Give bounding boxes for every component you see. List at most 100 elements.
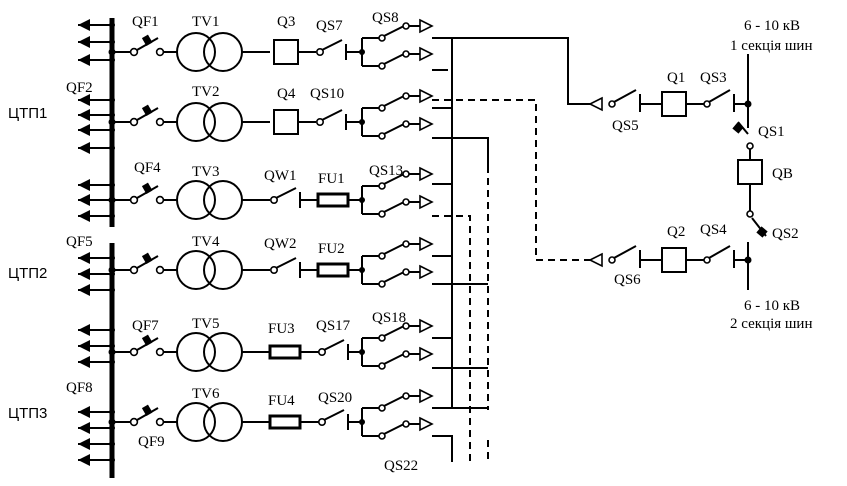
breaker-mark xyxy=(141,182,153,194)
collector-wire xyxy=(432,255,453,339)
selector-contact xyxy=(402,392,410,400)
disconnector-contact xyxy=(315,47,324,56)
qf4-label: QF4 xyxy=(134,160,161,176)
qs17-label: QS17 xyxy=(316,318,351,334)
feeder-dot xyxy=(109,457,115,463)
qs3-label: QS3 xyxy=(700,70,727,86)
breaker-mark xyxy=(141,334,153,346)
qf5-label: QF5 xyxy=(66,234,93,250)
collector-wire xyxy=(432,338,453,409)
breaker-contact xyxy=(129,195,139,205)
q2-breaker-box-icon xyxy=(661,247,687,273)
plug-connector-icon xyxy=(588,252,603,268)
disconnector-contact xyxy=(317,417,326,426)
selector-contact xyxy=(378,210,386,218)
qs18-label: QS18 xyxy=(372,310,406,326)
transformer-row xyxy=(108,18,434,72)
circuit-breaker-box-icon xyxy=(273,39,299,65)
plug-connector-icon xyxy=(419,346,434,362)
qs6-label: QS6 xyxy=(614,272,641,288)
qs7-label: QS7 xyxy=(316,18,343,34)
tv5-label: TV5 xyxy=(192,316,220,332)
q1-label: Q1 xyxy=(667,70,685,86)
selector-contact xyxy=(402,170,410,178)
feeder-dot xyxy=(109,97,115,103)
breaker-contact xyxy=(155,47,165,57)
transformer-winding-icon xyxy=(176,180,216,220)
disconnector-blade xyxy=(321,39,343,51)
fu4-label: FU4 xyxy=(268,393,295,409)
plug-connector-icon xyxy=(419,116,434,132)
breaker-contact xyxy=(129,417,139,427)
disconnector-contact xyxy=(317,347,326,356)
qs1-contact xyxy=(746,142,754,150)
selector-contact xyxy=(402,198,410,206)
ctp3-label: ЦТП3 xyxy=(8,405,47,422)
bus-junction-dot xyxy=(744,100,752,108)
selector-blade xyxy=(383,325,405,337)
disconnector-blade xyxy=(323,409,345,421)
fu2-label: FU2 xyxy=(318,241,345,257)
disconnector-contact xyxy=(315,118,324,127)
qb-breaker-box-icon xyxy=(737,159,763,185)
breaker-contact xyxy=(129,265,139,275)
high-voltage-section xyxy=(432,37,768,462)
load-switch-blade xyxy=(275,257,297,269)
breaker-contact xyxy=(155,417,165,427)
bus1-name: 1 секція шин xyxy=(730,38,813,54)
outgoing-feeders xyxy=(78,19,115,466)
transformer-winding-icon xyxy=(176,250,216,290)
selector-contact xyxy=(378,432,386,440)
selector-blade xyxy=(383,25,405,37)
selector-blade xyxy=(383,395,405,407)
feeder-dot xyxy=(109,425,115,431)
transformer-winding-icon xyxy=(176,32,216,72)
fu3-label: FU3 xyxy=(268,321,295,337)
transformer-winding-icon xyxy=(203,102,243,142)
plug-connector-icon xyxy=(419,18,434,34)
fu1-label: FU1 xyxy=(318,171,345,187)
selector-blade xyxy=(383,173,405,185)
selector-contact xyxy=(378,280,386,288)
load-switch-blade xyxy=(275,187,297,199)
qf9-label: QF9 xyxy=(138,434,165,450)
feeder-dot xyxy=(109,127,115,133)
load-switch-contact xyxy=(269,265,278,274)
selector-blade xyxy=(383,243,405,255)
breaker-mark xyxy=(141,104,153,116)
breaker-contact xyxy=(155,347,165,357)
qs1-label: QS1 xyxy=(758,124,785,140)
transformer-row xyxy=(108,318,434,372)
feed-wire-section1 xyxy=(452,37,592,105)
transformer-winding-icon xyxy=(203,180,243,220)
bus2-name: 2 секція шин xyxy=(730,316,813,332)
disconnector-contact xyxy=(703,100,711,108)
feeder-dot xyxy=(109,112,115,118)
disconnector-contact xyxy=(703,256,711,264)
tv2-label: TV2 xyxy=(192,84,220,100)
feeder-dot xyxy=(109,409,115,415)
selector-contact xyxy=(402,268,410,276)
bus1-voltage: 6 - 10 кВ xyxy=(744,18,800,34)
qf8-label: QF8 xyxy=(66,380,93,396)
bus2-voltage: 6 - 10 кВ xyxy=(744,298,800,314)
selector-contact xyxy=(378,362,386,370)
collector-wire xyxy=(432,435,453,462)
transformer-winding-icon xyxy=(203,402,243,442)
feeder-dot xyxy=(109,213,115,219)
breaker-contact xyxy=(155,117,165,127)
transformer-winding-icon xyxy=(176,102,216,142)
breaker-contact xyxy=(129,347,139,357)
qs1-mark xyxy=(732,122,744,134)
disconnector-blade xyxy=(323,339,345,351)
selector-blade xyxy=(383,201,405,213)
circuit-breaker-box-icon xyxy=(273,109,299,135)
qs20-label: QS20 xyxy=(318,390,352,406)
qw1-label: QW1 xyxy=(264,168,297,184)
tv6-label: TV6 xyxy=(192,386,220,402)
plug-connector-icon xyxy=(419,388,434,404)
selector-contact xyxy=(402,120,410,128)
tv3-label: TV3 xyxy=(192,164,220,180)
plug-connector-icon xyxy=(419,88,434,104)
